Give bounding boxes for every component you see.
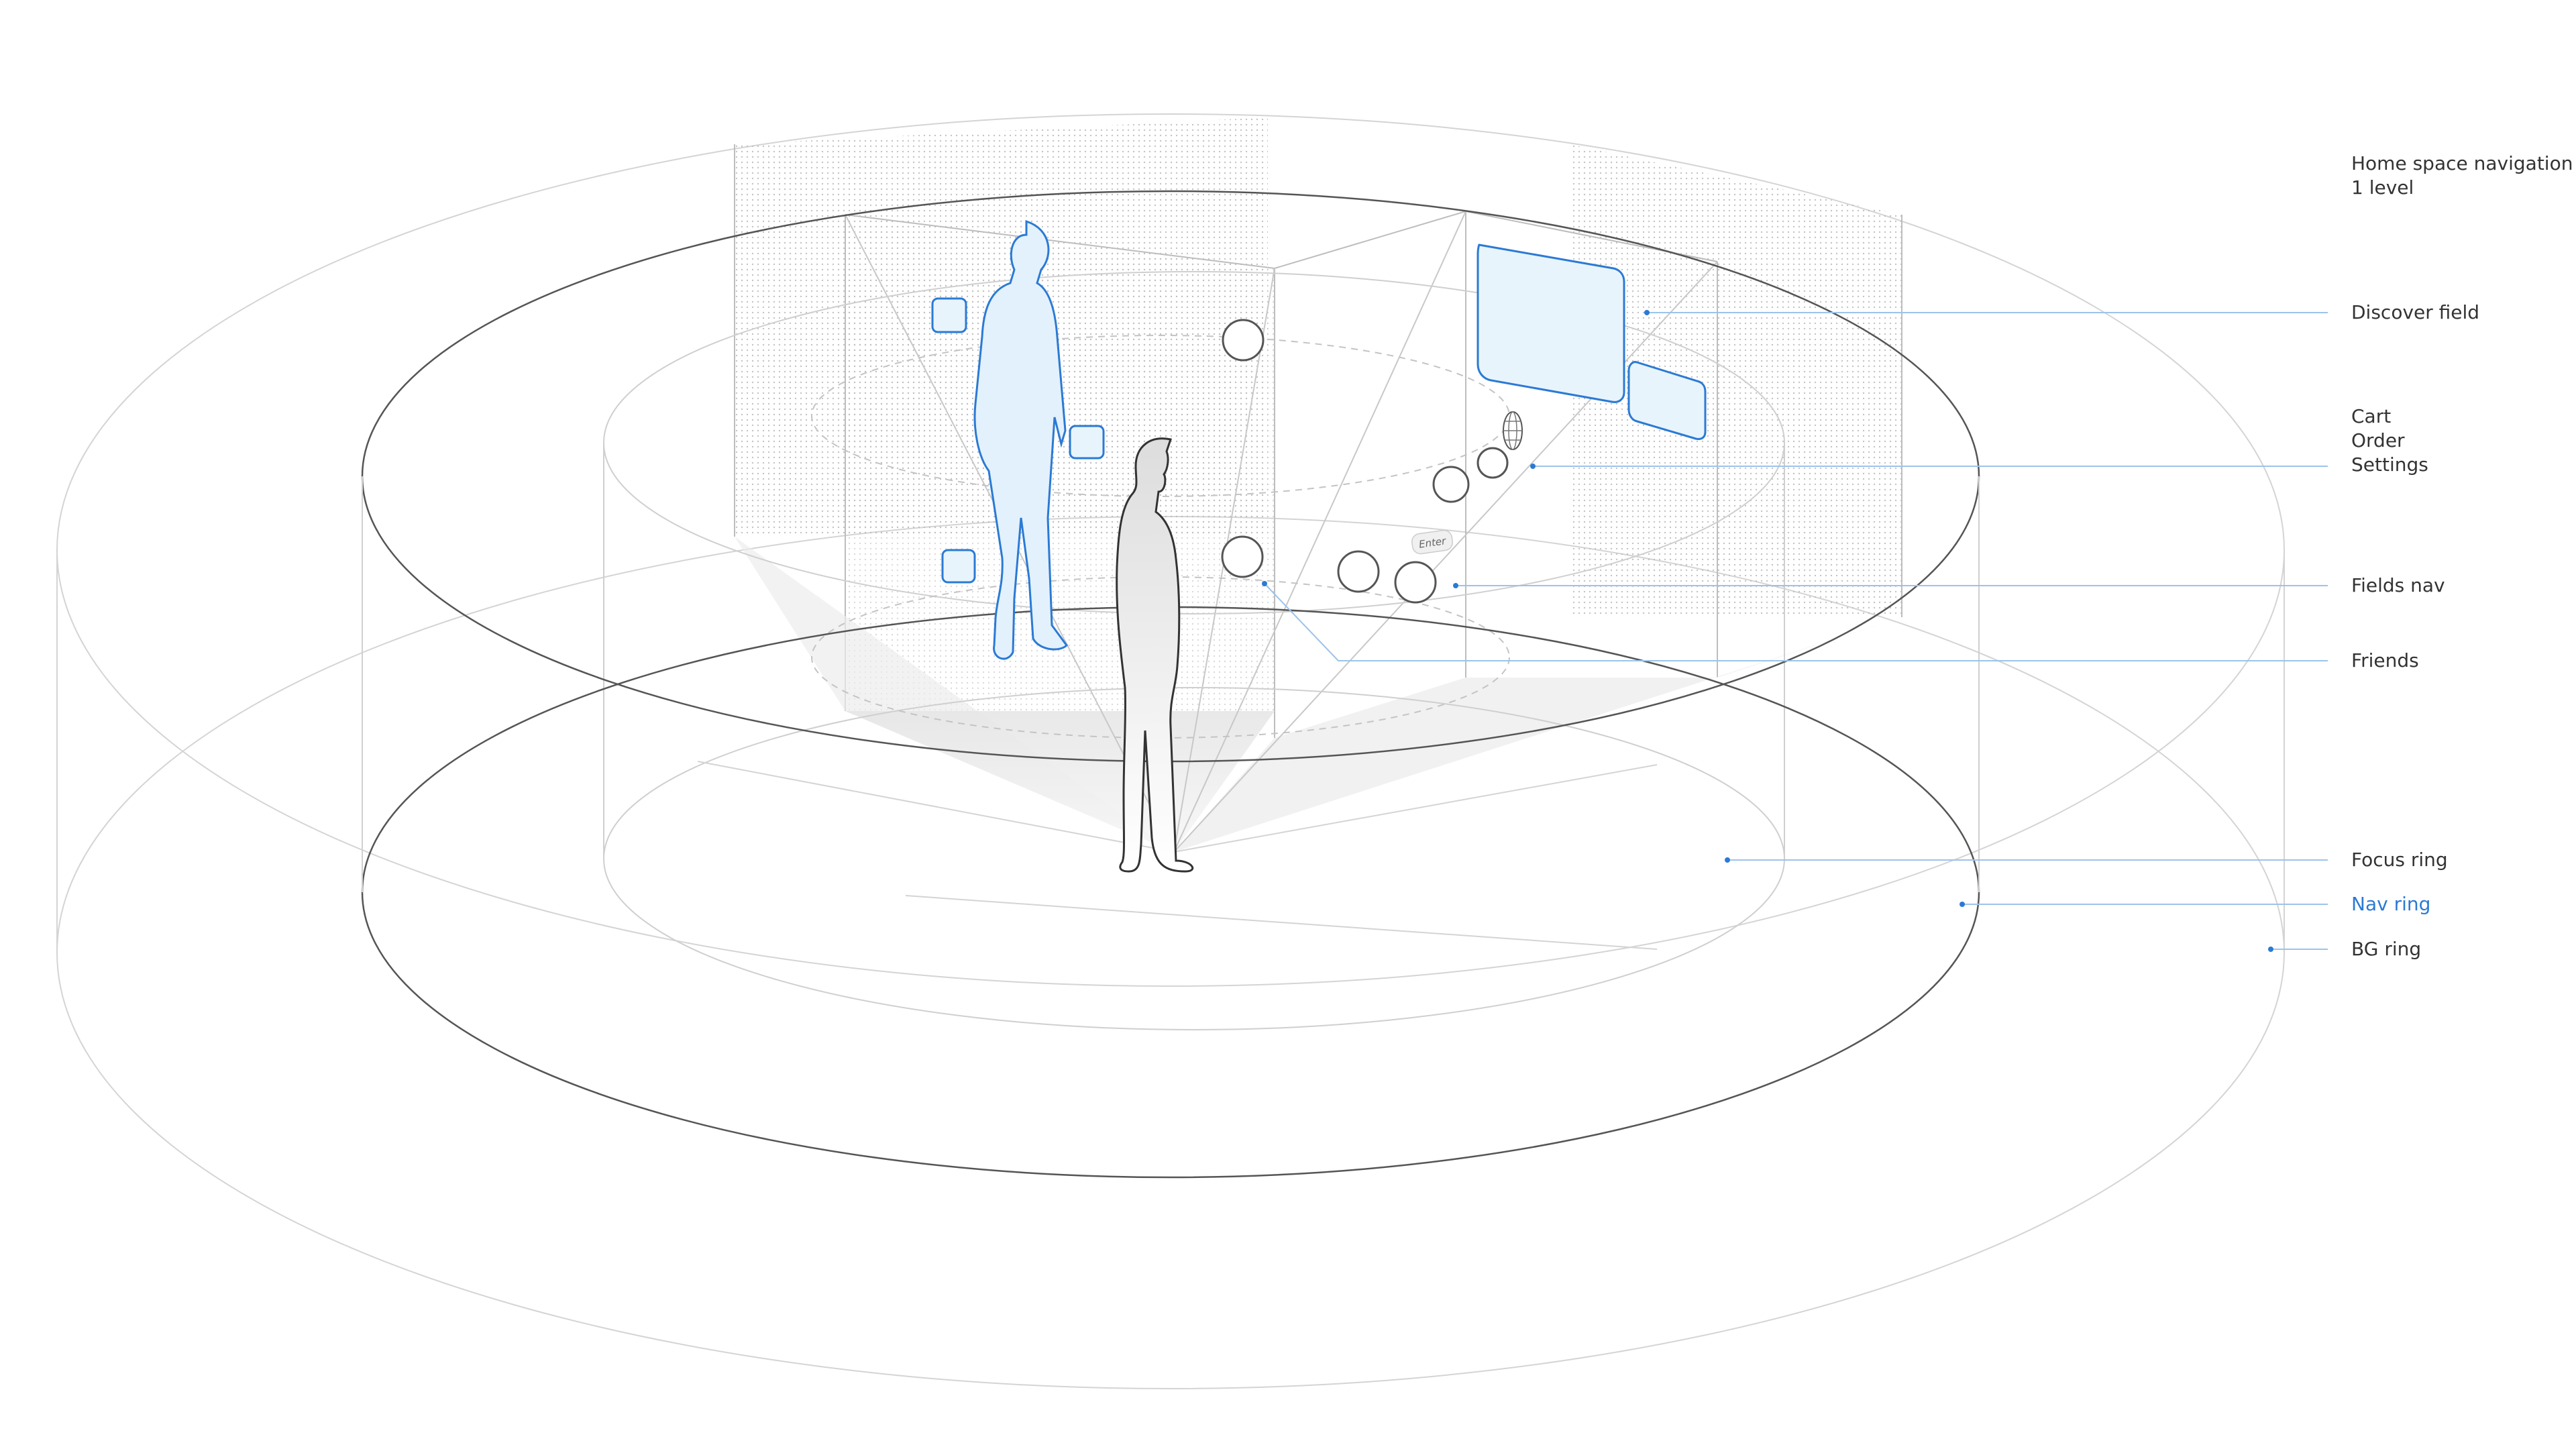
diagram-title: Home space navigation 1 level	[2351, 152, 2573, 200]
floor-lines	[697, 761, 1658, 950]
label-friends: Friends	[2351, 649, 2419, 672]
globe-icon[interactable]	[1503, 411, 1522, 450]
leader-lines	[1264, 312, 2328, 950]
label-settings: Settings	[2351, 453, 2428, 476]
label-discover-field: Discover field	[2351, 301, 2480, 323]
discover-panels[interactable]	[1477, 244, 1707, 440]
focus-ring	[603, 271, 1785, 1030]
inner-walls	[734, 144, 1902, 738]
label-nav-ring: Nav ring	[2351, 893, 2431, 915]
title-line-2: 1 level	[2351, 176, 2414, 199]
enter-button-label: Enter	[1418, 535, 1447, 551]
label-fields-nav: Fields nav	[2351, 574, 2445, 596]
label-cart-order-settings: Cart Order Settings	[2351, 405, 2428, 477]
floating-tiles[interactable]	[931, 297, 1105, 584]
anchor-dots	[1262, 310, 2273, 952]
user-silhouette	[1116, 437, 1194, 873]
label-bg-ring: BG ring	[2351, 938, 2422, 960]
friend-avatar[interactable]	[973, 219, 1068, 660]
label-cart: Cart	[2351, 405, 2392, 427]
title-line-1: Home space navigation	[2351, 152, 2573, 174]
label-order: Order	[2351, 429, 2405, 451]
label-focus-ring: Focus ring	[2351, 849, 2448, 871]
enter-button[interactable]: Enter	[1411, 529, 1454, 555]
